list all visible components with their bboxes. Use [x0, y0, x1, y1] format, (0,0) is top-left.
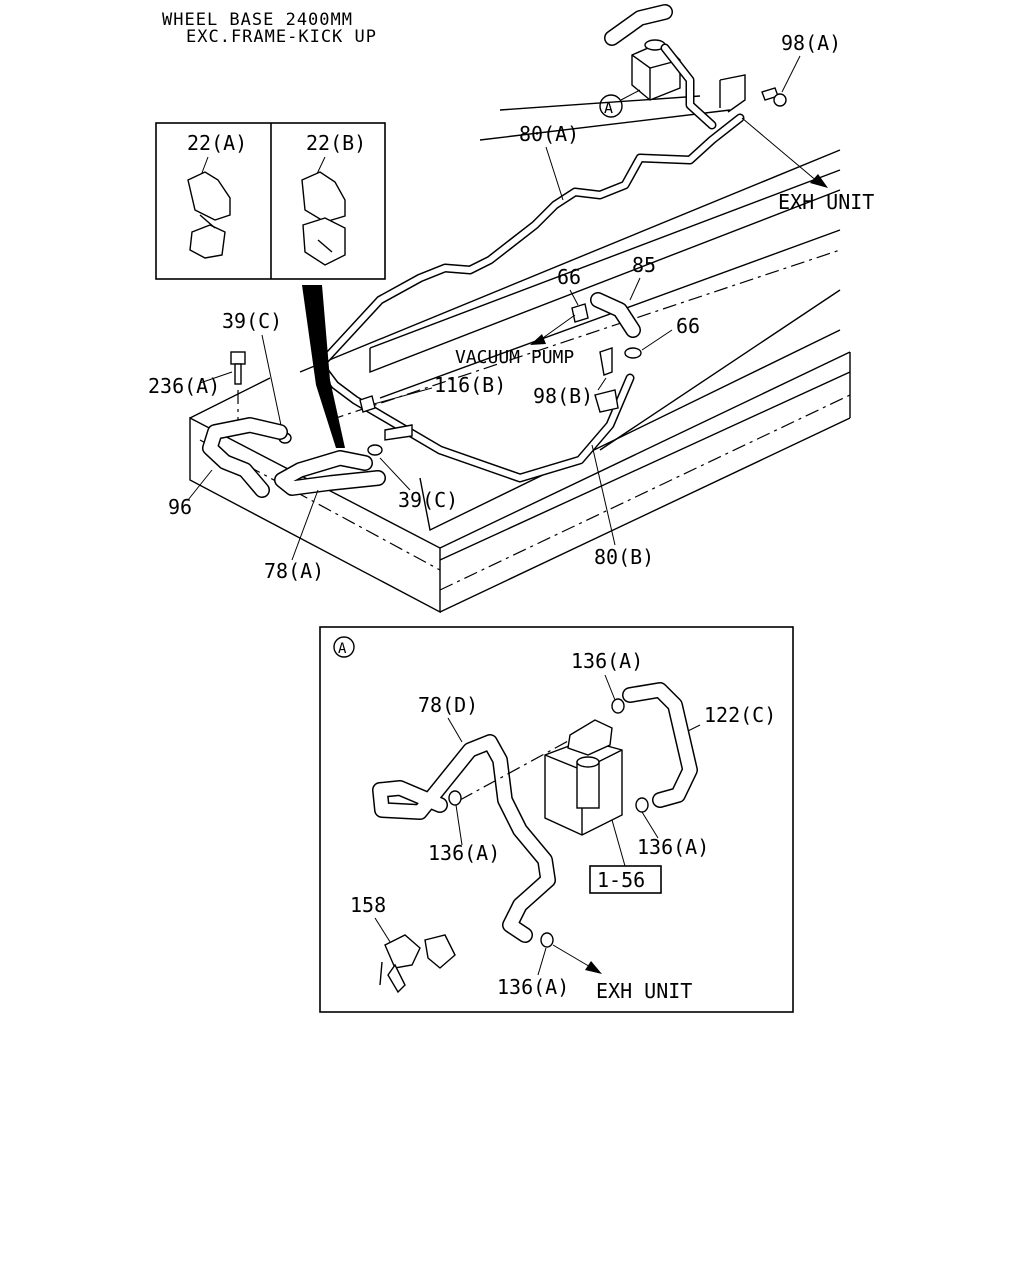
hose-85	[590, 292, 641, 338]
detail-callout-136a-left: 136(A)	[428, 841, 500, 865]
detail-callout-158: 158	[350, 893, 386, 917]
detail-ref-box	[589, 865, 662, 894]
callout-236a: 236(A)	[148, 374, 220, 398]
clamp-39c-bottom	[367, 444, 383, 456]
detail-callout-122c: 122(C)	[704, 703, 776, 727]
clamp-66-right	[624, 347, 642, 359]
detail-clamp-136a-right	[635, 797, 649, 813]
detail-callout-136a-top: 136(A)	[571, 649, 643, 673]
hose-96	[202, 417, 288, 498]
callout-39c-top: 39(C)	[222, 309, 282, 333]
detail-a-box	[319, 626, 794, 1013]
callout-98b: 98(B)	[533, 384, 593, 408]
connector	[384, 424, 413, 441]
leader-80a	[545, 146, 564, 201]
callout-96: 96	[168, 495, 192, 519]
vacuum-pump-arrow-head	[530, 334, 546, 345]
clamp-66-left	[571, 303, 589, 323]
clip-inset: 22(A) 22(B)	[155, 122, 386, 280]
detail-callout-78d: 78(D)	[418, 693, 478, 717]
bolt-98b	[599, 347, 613, 376]
detail-hose-122c	[622, 682, 698, 808]
callout-66-right: 66	[676, 314, 700, 338]
exh-unit-arrow-line	[741, 117, 819, 183]
callout-85: 85	[632, 253, 656, 277]
vacuum-pump-label: VACUUM PUMP	[455, 347, 574, 368]
view-a-marker-circle	[599, 94, 623, 118]
callout-78a: 78(A)	[264, 559, 324, 583]
detail-exh-arrow-line	[552, 944, 593, 969]
vacuum-pump-module	[604, 4, 746, 130]
clip-pointer	[302, 285, 345, 448]
chassis-frame	[189, 95, 851, 614]
detail-vacuum-pump	[459, 719, 623, 836]
detail-callout-136a-bottom: 136(A)	[497, 975, 569, 999]
detail-ref-label: 1-56	[597, 868, 645, 892]
detail-a-marker-circle	[333, 636, 355, 658]
vacuum-pump-arrow-line	[539, 314, 576, 341]
exh-unit-label: EXH UNIT	[778, 190, 874, 214]
bolt-98a	[761, 87, 787, 107]
detail-clamp-136a-bottom	[540, 932, 554, 948]
callout-66-left: 66	[557, 265, 581, 289]
clip-116b	[359, 395, 376, 413]
header-frame-kick: EXC.FRAME-KICK UP	[186, 27, 377, 47]
callout-22b: 22(B)	[306, 131, 366, 155]
view-a-leader	[620, 89, 641, 101]
detail-hose-78d	[372, 734, 556, 943]
callout-22a: 22(A)	[187, 131, 247, 155]
callout-116b: 116(B)	[434, 373, 506, 397]
detail-a-marker: A	[338, 641, 347, 657]
callout-39c-bottom: 39(C)	[398, 488, 458, 512]
leader-98a	[781, 55, 801, 93]
hose-78a	[274, 450, 386, 496]
exh-unit-arrow-head	[810, 174, 828, 188]
callout-80b: 80(B)	[594, 545, 654, 569]
detail-clamp-136a-left	[448, 790, 462, 806]
header-wheelbase: WHEEL BASE 2400MM	[162, 10, 353, 30]
bolt-236a	[230, 351, 246, 385]
callout-80a: 80(A)	[519, 122, 579, 146]
bracket-98b	[594, 389, 619, 413]
view-a-marker: A	[604, 99, 613, 117]
detail-clip-158	[379, 934, 456, 994]
callout-98a: 98(A)	[781, 31, 841, 55]
detail-exh-arrow-head	[585, 961, 602, 974]
detail-callout-136a-right: 136(A)	[637, 835, 709, 859]
fuel-pipe-80a	[315, 113, 745, 483]
detail-clamp-136a-top	[611, 698, 625, 714]
detail-exh-unit-label: EXH UNIT	[596, 979, 692, 1003]
